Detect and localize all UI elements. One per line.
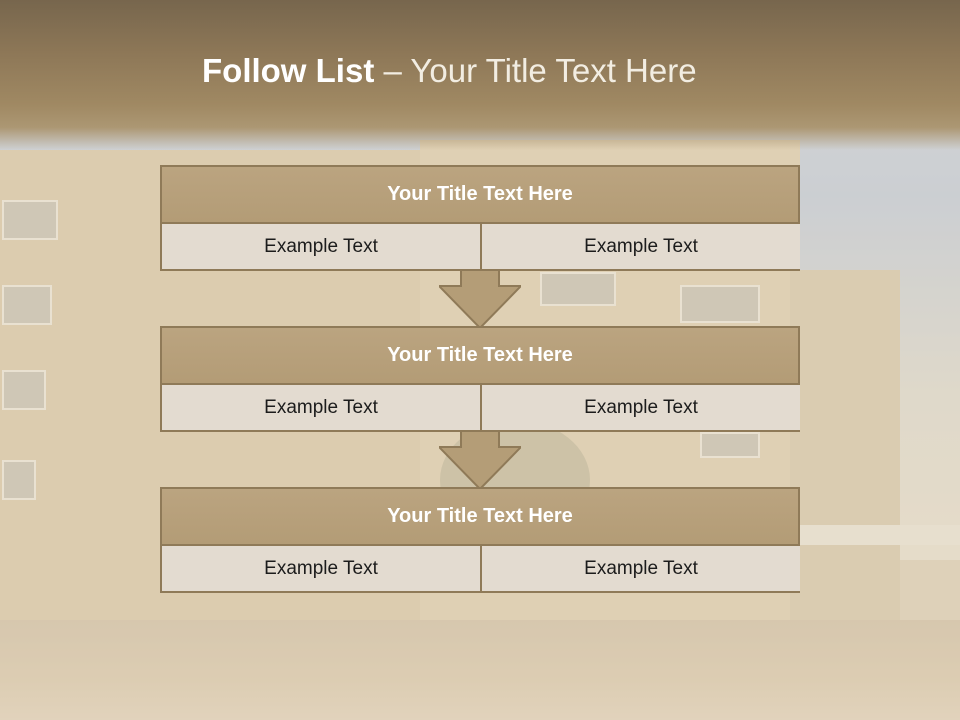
step-cell-left: Example Text	[162, 385, 482, 430]
step-title: Your Title Text Here	[162, 489, 798, 546]
window	[2, 285, 52, 325]
building-right	[790, 270, 900, 640]
step-cell-left: Example Text	[162, 546, 482, 591]
step-cell-right: Example Text	[482, 385, 800, 430]
canopy	[800, 525, 960, 545]
step-cell-right: Example Text	[482, 224, 800, 269]
window	[680, 285, 760, 323]
slide-title: Follow List – Your Title Text Here	[202, 52, 697, 90]
title-rest: – Your Title Text Here	[374, 52, 697, 89]
courtyard	[0, 620, 960, 720]
step-box-3: Your Title Text Here Example Text Exampl…	[160, 487, 800, 593]
title-bold: Follow List	[202, 52, 375, 89]
window	[540, 272, 616, 306]
step-box-2: Your Title Text Here Example Text Exampl…	[160, 326, 800, 432]
down-arrow-icon	[439, 270, 521, 328]
header-band	[0, 0, 960, 150]
down-arrow-icon	[439, 431, 521, 489]
step-cell-right: Example Text	[482, 546, 800, 591]
step-box-1: Your Title Text Here Example Text Exampl…	[160, 165, 800, 271]
step-title: Your Title Text Here	[162, 328, 798, 385]
step-cell-left: Example Text	[162, 224, 482, 269]
window	[2, 460, 36, 500]
step-title: Your Title Text Here	[162, 167, 798, 224]
window	[2, 200, 58, 240]
window	[2, 370, 46, 410]
window	[700, 432, 760, 458]
